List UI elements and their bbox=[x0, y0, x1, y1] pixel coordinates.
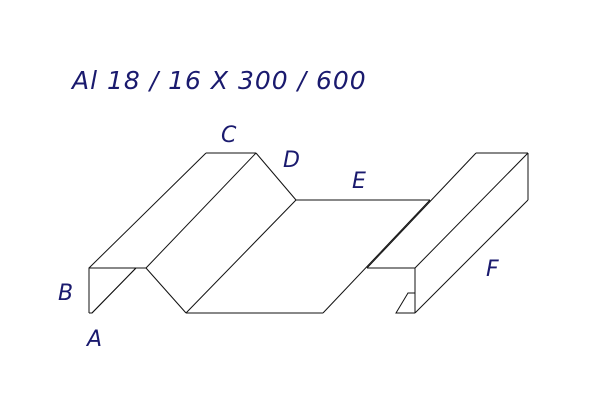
pan-e bbox=[186, 199, 431, 314]
rib-left-slope-back bbox=[145, 152, 257, 269]
upstand-bottom-diagonal bbox=[414, 199, 529, 314]
label-f: F bbox=[486, 257, 499, 282]
upstand-lip bbox=[395, 292, 415, 314]
rib-left-slope-front bbox=[145, 267, 187, 314]
label-d: D bbox=[283, 148, 300, 173]
upstand-top-diagonal bbox=[414, 152, 529, 269]
flange-a-top-edge bbox=[88, 152, 207, 269]
rib-cd bbox=[91, 152, 297, 314]
profile-title: Al 18 / 16 X 300 / 600 bbox=[72, 66, 367, 95]
label-a: A bbox=[87, 327, 103, 352]
pan-right-diagonal bbox=[322, 199, 431, 314]
rib-valley-diagonal bbox=[185, 199, 297, 314]
rib-inner-fold bbox=[91, 267, 137, 314]
upstand-ledge-diagonal bbox=[366, 152, 477, 269]
flange-f bbox=[366, 152, 529, 314]
rib-right-slope-d bbox=[255, 152, 297, 201]
flange-a bbox=[88, 152, 207, 314]
label-c: C bbox=[221, 123, 237, 148]
label-b: B bbox=[58, 281, 74, 306]
label-e: E bbox=[352, 169, 366, 194]
